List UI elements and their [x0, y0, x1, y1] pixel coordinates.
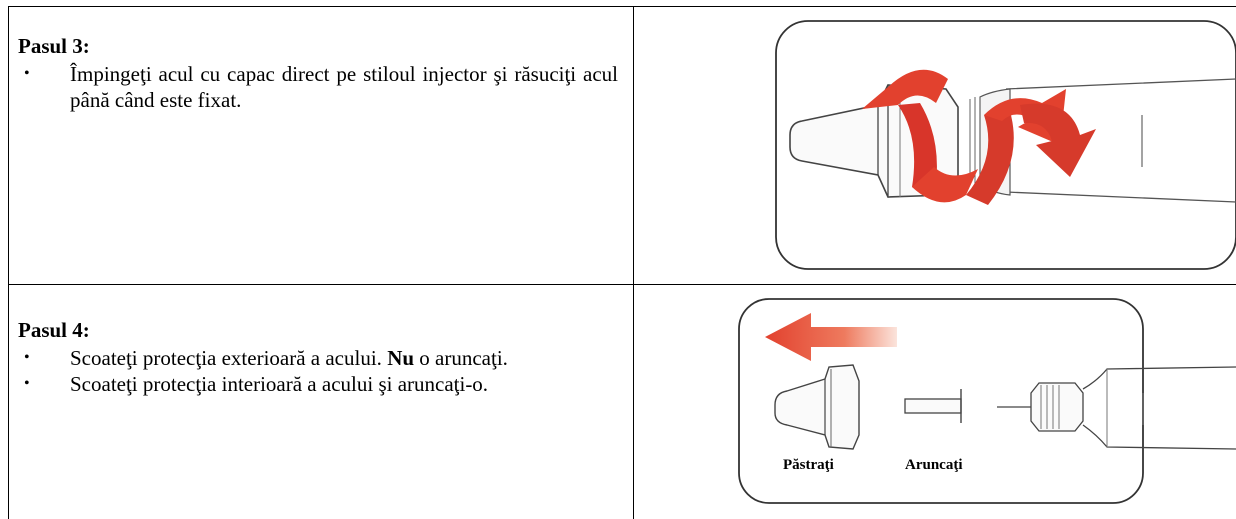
bullet-icon: • [24, 65, 30, 82]
step4-bullet-1-text: Scoateţi protecţia exterioară a acului. … [70, 345, 618, 371]
bullet-icon: • [24, 375, 30, 392]
step4-title: Pasul 4: [18, 318, 90, 342]
step4-bullet-1-emphasis: Nu [387, 346, 415, 370]
table-top-border [8, 6, 1236, 7]
step3-text: Pasul 3: • Împingeţi acul cu capac direc… [18, 33, 618, 113]
step4-text: Pasul 4: • Scoateţi protecţia exterioară… [18, 317, 618, 397]
step4-bullet-item-1: • Scoateţi protecţia exterioară a acului… [18, 345, 618, 371]
step3-bullet-item: • Împingeţi acul cu capac direct pe stil… [18, 61, 618, 113]
table-middle-border [8, 284, 1236, 285]
discard-label: Aruncaţi [905, 457, 963, 473]
bullet-icon: • [24, 349, 30, 366]
step4-bullet-2-text: Scoateţi protecţia interioară a acului ş… [70, 372, 489, 396]
table-divider [633, 6, 634, 519]
step3-title: Pasul 3: [18, 34, 90, 58]
step4-bullet-1-end: o aruncaţi. [414, 346, 508, 370]
keep-label: Păstraţi [783, 457, 834, 473]
step4-bullet-1-start: Scoateţi protecţia exterioară a acului. [70, 346, 388, 370]
step3-bullet-text: Împingeţi acul cu capac direct pe stilou… [70, 62, 618, 112]
step4-illustration: Păstraţi Aruncaţi [735, 297, 1236, 509]
table-left-border [8, 6, 9, 519]
step3-illustration [770, 17, 1236, 273]
step4-bullet-item-2: • Scoateţi protecţia interioară a acului… [18, 371, 618, 397]
